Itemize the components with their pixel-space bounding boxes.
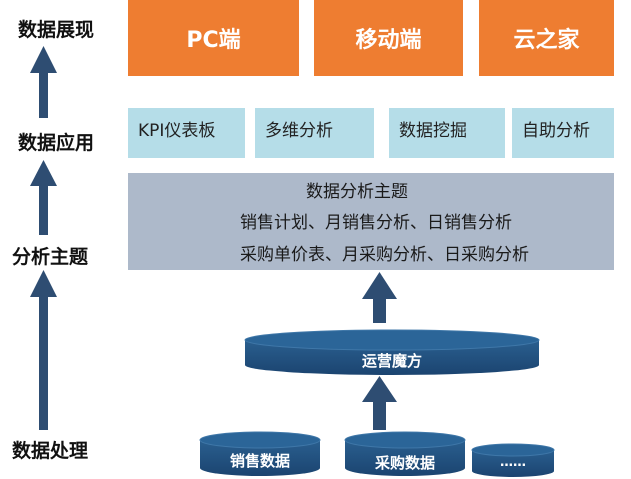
analysis-theme-sales: 销售计划、月销售分析、日销售分析 [240, 213, 512, 233]
application-box-mining: 数据挖掘 [389, 108, 505, 158]
arrow-application-to-presentation-icon [30, 46, 57, 118]
hub-cylinder-icon [244, 329, 540, 375]
analysis-theme-title: 数据分析主题 [306, 182, 408, 202]
source-label-other: …… [500, 455, 526, 470]
layer-label-analysis: 分析主题 [12, 246, 89, 268]
sales-data-cylinder-icon [199, 431, 321, 476]
other-data-cylinder-icon [471, 443, 555, 477]
analysis-theme-purchase: 采购单价表、月采购分析、日采购分析 [240, 245, 529, 265]
layer-label-processing: 数据处理 [12, 440, 89, 462]
source-label-sales: 销售数据 [229, 452, 290, 470]
application-box-multidim: 多维分析 [255, 108, 374, 158]
arrow-hub-to-theme-icon [362, 272, 397, 323]
layer-label-presentation: 数据展现 [18, 19, 95, 41]
arrow-processing-to-analysis-icon [30, 270, 57, 430]
presentation-box-mobile: 移动端 [314, 0, 463, 76]
application-box-kpi: KPI仪表板 [128, 108, 245, 158]
source-label-purchase: 采购数据 [374, 454, 435, 472]
presentation-box-cloud-home: 云之家 [479, 0, 614, 76]
arrow-analysis-to-application-icon [30, 160, 57, 235]
layer-label-application: 数据应用 [18, 132, 95, 154]
presentation-box-pc: PC端 [128, 0, 299, 76]
hub-label: 运营魔方 [361, 352, 422, 370]
analysis-theme-box [128, 173, 614, 270]
arrow-sources-to-hub-icon [362, 376, 397, 430]
purchase-data-cylinder-icon [344, 431, 466, 476]
application-box-self-service: 自助分析 [512, 108, 614, 158]
